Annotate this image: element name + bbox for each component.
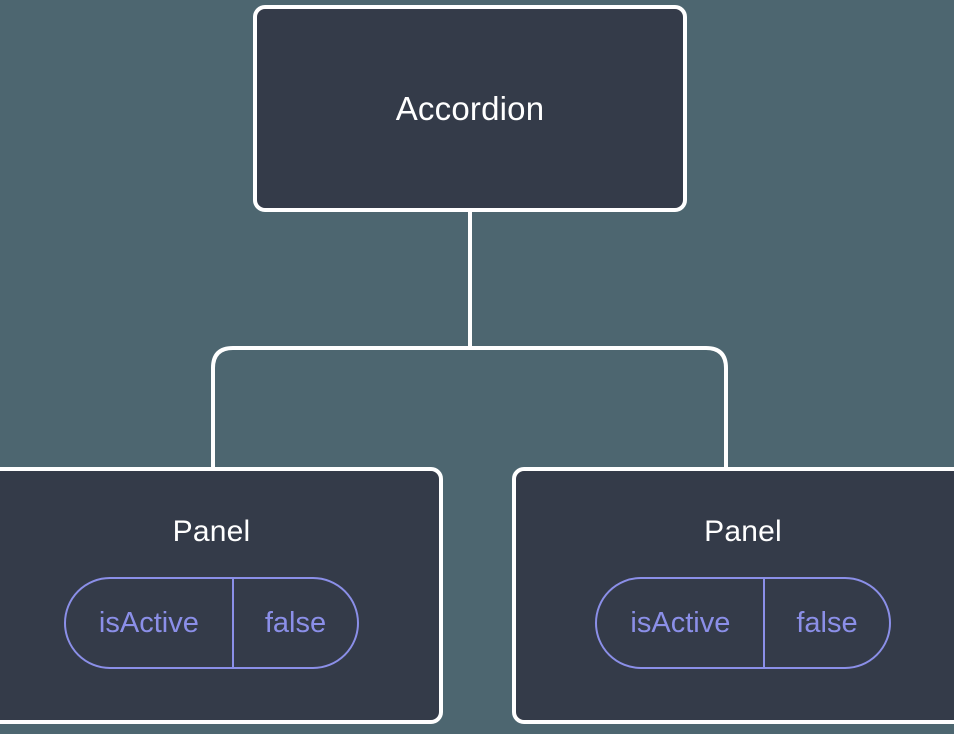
state-pill-row: isActive false	[0, 577, 439, 669]
component-node-title: Panel	[704, 515, 782, 548]
state-pill-value: false	[264, 606, 327, 639]
edge-to-right-panel	[470, 346, 728, 467]
state-pill[interactable]: isActive false	[63, 577, 360, 669]
edge-to-left-panel	[211, 346, 470, 467]
component-node-title: Accordion	[395, 90, 545, 127]
state-pill-value: false	[796, 606, 858, 639]
component-node-panel-right[interactable]: Panel isActive false	[512, 467, 954, 724]
component-node-panel-left[interactable]: Panel isActive false	[0, 467, 443, 724]
state-pill-row: isActive false	[516, 577, 954, 669]
state-pill-key: isActive	[66, 579, 234, 667]
state-pill-key: isActive	[597, 579, 766, 667]
component-node-accordion[interactable]: Accordion	[253, 5, 687, 212]
component-node-title: Panel	[172, 515, 251, 548]
state-pill[interactable]: isActive false	[595, 577, 891, 669]
